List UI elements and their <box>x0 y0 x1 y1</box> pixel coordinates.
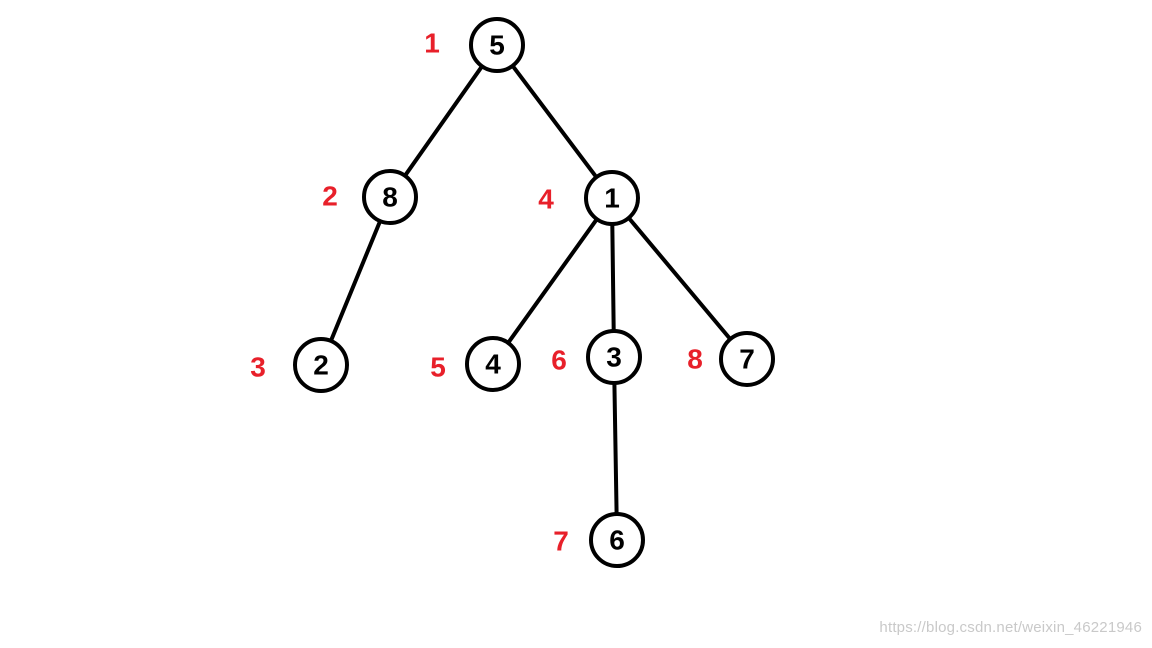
edge-n1-n3 <box>610 222 616 333</box>
tree-node-2: 23 <box>250 337 349 393</box>
node-value: 2 <box>313 350 329 381</box>
edge-n3-n6 <box>612 381 619 516</box>
visit-order-label: 2 <box>322 181 338 212</box>
visit-order-label: 7 <box>553 526 569 557</box>
edge-n8-n2 <box>328 219 383 343</box>
node-value: 8 <box>382 182 398 213</box>
node-circle <box>586 329 642 385</box>
node-value: 5 <box>489 30 505 61</box>
node-value: 3 <box>606 342 622 373</box>
node-circle <box>465 336 521 392</box>
tree-node-6: 67 <box>553 512 645 568</box>
node-value: 7 <box>739 344 755 375</box>
node-circle <box>719 331 775 387</box>
visit-order-label: 5 <box>430 352 446 383</box>
tree-node-7: 78 <box>687 331 775 387</box>
visit-order-label: 6 <box>551 345 567 376</box>
node-circle <box>362 169 418 225</box>
visit-order-label: 3 <box>250 352 266 383</box>
visit-order-label: 1 <box>424 28 440 59</box>
node-circle <box>469 17 525 73</box>
watermark: https://blog.csdn.net/weixin_46221946 <box>879 619 1142 636</box>
edge-n1-n7 <box>626 215 733 342</box>
node-value: 4 <box>485 349 501 380</box>
node-circle <box>293 337 349 393</box>
edge-n5-n1 <box>510 63 599 180</box>
tree-node-3: 36 <box>551 329 642 385</box>
tree-node-5: 51 <box>424 17 525 73</box>
node-value: 6 <box>609 525 625 556</box>
edges-layer <box>328 63 733 516</box>
edge-n5-n8 <box>403 64 484 178</box>
node-circle <box>584 170 640 226</box>
tree-node-8: 82 <box>322 169 418 225</box>
tree-node-1: 14 <box>538 170 640 226</box>
node-value: 1 <box>604 183 620 214</box>
tree-node-4: 45 <box>430 336 521 392</box>
node-circle <box>589 512 645 568</box>
visit-order-label: 4 <box>538 184 554 215</box>
edge-n1-n4 <box>506 217 599 345</box>
visit-order-label: 8 <box>687 344 703 375</box>
